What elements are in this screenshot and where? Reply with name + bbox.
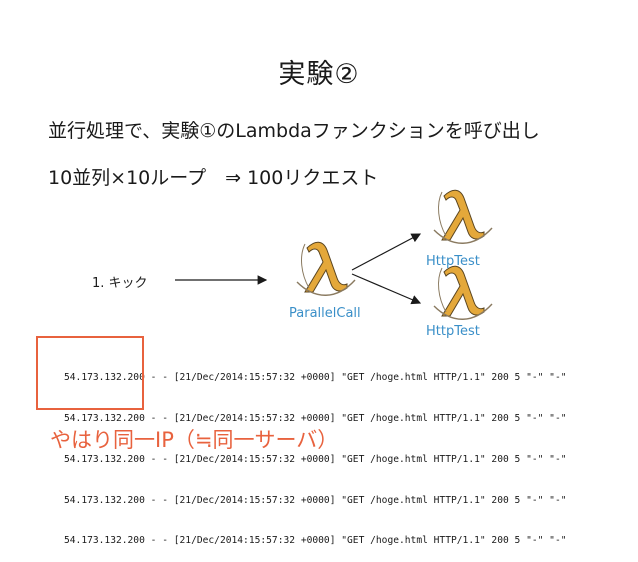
httptest-label-1: HttpTest <box>426 254 480 269</box>
httptest-label-2: HttpTest <box>426 324 480 339</box>
http-lambda-icon-2 <box>433 265 493 320</box>
parallel-lambda-icon <box>296 241 356 296</box>
call-arrow-icon-2 <box>351 273 422 305</box>
log-line: 54.173.132.200 - - [21/Dec/2014:15:57:32… <box>64 412 567 424</box>
parallelcall-label: ParallelCall <box>289 306 361 321</box>
description-line-1: 並行処理で、実験①のLambdaファンクションを呼び出し <box>48 120 540 142</box>
diagram <box>175 189 493 320</box>
kick-label: 1. キック <box>92 276 148 291</box>
slide-title: 実験② <box>278 59 360 90</box>
log-line: 54.173.132.200 - - [21/Dec/2014:15:57:32… <box>64 372 567 384</box>
conclusion-note: やはり同一IP（≒同一サーバ） <box>50 428 339 452</box>
log-line: 54.173.132.200 - - [21/Dec/2014:15:57:32… <box>64 494 567 506</box>
ip-highlight-box <box>36 336 144 410</box>
http-lambda-icon-1 <box>433 189 493 244</box>
call-arrow-icon-1 <box>351 233 422 271</box>
log-line: 54.173.132.200 - - [21/Dec/2014:15:57:32… <box>64 453 567 465</box>
description-line-2: 10並列×10ループ ⇒ 100リクエスト <box>48 167 379 189</box>
log-line: 54.173.132.200 - - [21/Dec/2014:15:57:32… <box>64 535 567 547</box>
